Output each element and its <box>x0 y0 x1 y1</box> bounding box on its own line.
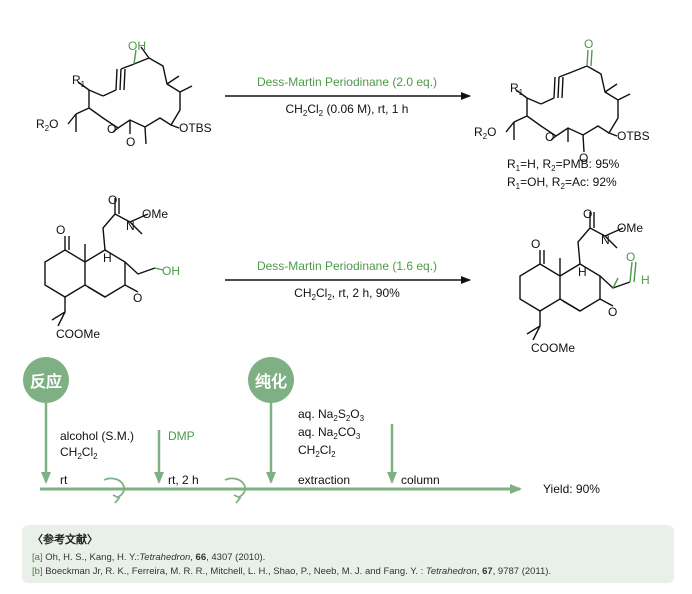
product-r1-label: R1 <box>510 81 524 97</box>
product-carbonyl-oxygen: O <box>579 151 588 165</box>
amide-o-label: O <box>108 193 117 207</box>
yield-row-1: R1=H, R2=PMB: 95% <box>507 157 620 173</box>
stir-icon-2 <box>224 477 246 498</box>
reference-a: [a] Oh, H. S., Kang, H. Y.:Tetrahedron, … <box>32 552 266 563</box>
product-r2o-label: R2O <box>474 125 496 141</box>
product-ring-oxygen: O <box>545 130 554 144</box>
workup-3: CH2Cl2 <box>298 443 336 459</box>
ketone-oxygen: O <box>584 37 593 51</box>
alcohol-label: alcohol (S.M.) <box>60 429 134 443</box>
ketone-o-label: O <box>56 223 65 237</box>
purification-step-label: 纯化 <box>255 372 287 391</box>
oh-label: OH <box>128 39 146 53</box>
reaction1-product <box>505 49 631 153</box>
product2-amide-o: O <box>583 207 592 221</box>
carbonyl-oxygen: O <box>126 135 135 149</box>
reaction2-reagent: Dess-Martin Periodinane (1.6 eq.) <box>257 259 437 273</box>
process-flow: 反应 alcohol (S.M.) CH2Cl2 rt DMP rt, 2 h … <box>23 357 600 504</box>
rt2h-label: rt, 2 h <box>168 473 199 487</box>
product2-ome-label: OMe <box>617 221 643 235</box>
r2o-label: R2O <box>36 117 58 133</box>
workup-1: aq. Na2S2O3 <box>298 407 365 423</box>
ome-label: OMe <box>142 207 168 221</box>
coome-label: COOMe <box>56 327 100 341</box>
reaction1-starting-material <box>67 46 193 145</box>
product2-coome-label: COOMe <box>531 341 575 355</box>
reaction1-conditions: CH2Cl2 (0.06 M), rt, 1 h <box>286 102 409 118</box>
reaction2-product <box>519 212 637 341</box>
yield-row-2: R1=OH, R2=Ac: 92% <box>507 175 617 191</box>
ring-oxygen: O <box>107 122 116 136</box>
otbs-label: OTBS <box>179 121 212 135</box>
amide-n-label: N <box>126 219 135 233</box>
product2-h-label: H <box>578 265 587 279</box>
reaction2-conditions: CH2Cl2, rt, 2 h, 90% <box>294 286 400 302</box>
reference-b: [b] Boeckman Jr, R. K., Ferreira, M. R. … <box>32 566 552 577</box>
product2-n-label: N <box>601 233 610 247</box>
h-label: H <box>103 251 112 265</box>
product2-ketone-o: O <box>531 237 540 251</box>
workup-2: aq. Na2CO3 <box>298 425 361 441</box>
references-title: 〈参考文献〉 <box>32 534 98 546</box>
references-box: 〈参考文献〉 [a] Oh, H. S., Kang, H. Y.:Tetrah… <box>22 525 674 583</box>
extraction-label: extraction <box>298 473 350 487</box>
column-label: column <box>401 473 440 487</box>
aldehyde-h-label: H <box>641 273 650 287</box>
oh2-label: OH <box>162 264 180 278</box>
scheme-canvas: R1 R2O O O OTBS OH Dess-Martin Periodina… <box>23 37 650 504</box>
yield-label: Yield: 90% <box>543 482 600 496</box>
aldehyde-o-label: O <box>626 250 635 264</box>
solvent-label: CH2Cl2 <box>60 445 98 461</box>
reaction1-reagent: Dess-Martin Periodinane (2.0 eq.) <box>257 75 437 89</box>
purification-step-badge <box>248 357 294 403</box>
pyran-o-label: O <box>133 291 142 305</box>
reaction-step-label: 反应 <box>30 372 62 391</box>
r1-label: R1 <box>72 73 86 89</box>
reaction-step-badge <box>23 357 69 403</box>
product2-pyran-o: O <box>608 305 617 319</box>
reaction2-starting-material <box>44 198 164 327</box>
rt-label: rt <box>60 473 68 487</box>
dmp-label: DMP <box>168 429 195 443</box>
stir-icon <box>103 477 125 498</box>
product-otbs-label: OTBS <box>617 129 650 143</box>
